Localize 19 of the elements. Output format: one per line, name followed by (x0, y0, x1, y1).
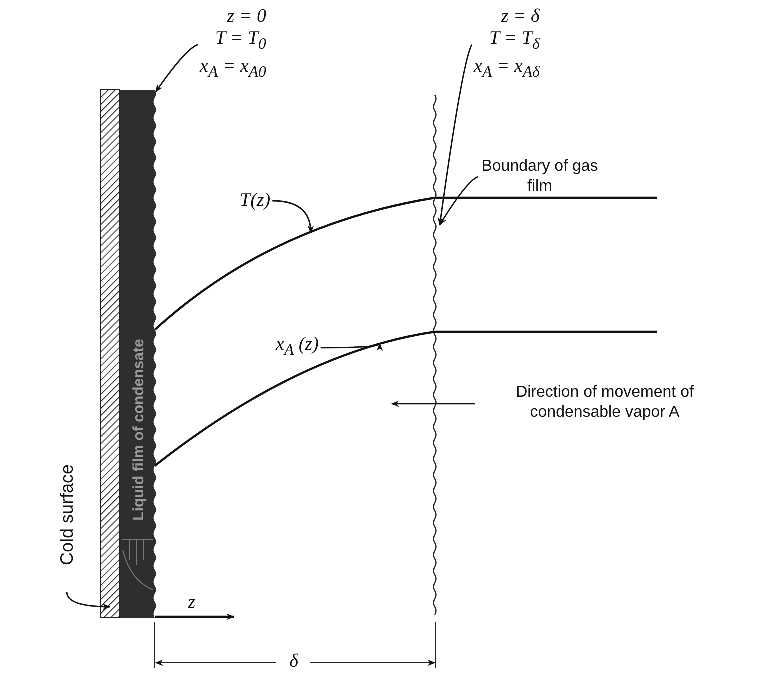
boundary-label: Boundary of gas film (480, 157, 600, 197)
boundary-conditions: z = δ T = T$_{δ}$ x$_{A}$ = x$_{Aδ}$ (474, 6, 540, 84)
leader-line (438, 44, 473, 226)
leader-line (272, 200, 314, 234)
wavy-boundary-line (433, 94, 437, 616)
dimension-label: δ (288, 651, 300, 673)
leader-line (155, 44, 198, 93)
axis-label: z (187, 592, 197, 614)
leader-line (439, 176, 478, 226)
boundary-conditions: z = 0 T = T$_{0}$ x$_{A}$ = x$_{A0}$ (200, 6, 266, 84)
curve-label: x$_{A}$ (z) (276, 334, 319, 362)
film-label: Liquid film of condensate (130, 339, 148, 521)
leader-line (66, 592, 111, 610)
leader-line (320, 343, 380, 352)
hatched-wall (100, 90, 120, 618)
curve-label: T(z) (240, 190, 271, 212)
direction-note: Direction of movement of condensable vapor A (515, 383, 695, 423)
surface-label: Cold surface (57, 440, 77, 590)
liquid-film (120, 90, 158, 618)
